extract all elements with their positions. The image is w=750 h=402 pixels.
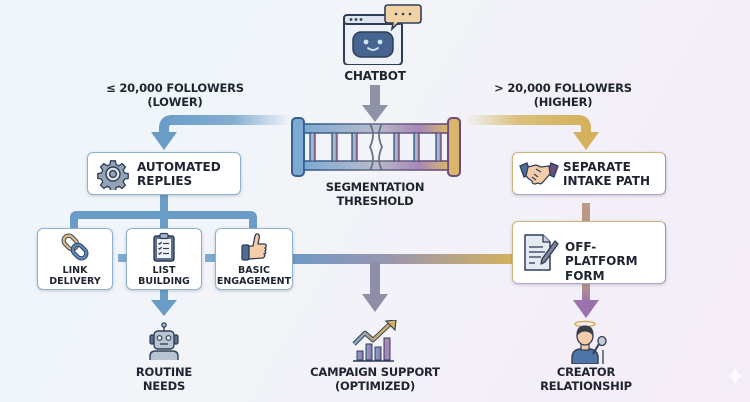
off-platform-form-line2: FORM bbox=[565, 268, 605, 283]
basic-engagement-line1: BASIC bbox=[238, 265, 270, 276]
list-building-label: LIST BUILDING bbox=[127, 265, 201, 288]
automated-replies-box: AUTOMATED REPLIES bbox=[87, 152, 241, 195]
connector-cross-bar bbox=[291, 254, 513, 312]
off-platform-form-line1: OFF-PLATFORM bbox=[565, 240, 638, 269]
list-building-line2: BUILDING bbox=[138, 276, 190, 288]
thumbs-up-icon bbox=[241, 233, 267, 261]
lower-branch-label: ≤ 20,000 FOLLOWERS (LOWER) bbox=[100, 81, 250, 109]
chatbot-label: CHATBOT bbox=[344, 69, 406, 83]
creator-microphone-icon bbox=[571, 320, 607, 364]
separate-intake-line1: SEPARATE bbox=[563, 160, 631, 174]
creator-relationship-line1: CREATOR bbox=[556, 365, 616, 379]
routine-needs-label: ROUTINE NEEDS bbox=[114, 365, 214, 393]
threshold-label: SEGMENTATION THRESHOLD bbox=[300, 180, 450, 208]
higher-branch-label: > 20,000 FOLLOWERS (HIGHER) bbox=[488, 81, 638, 109]
higher-branch-tier: (HIGHER) bbox=[533, 94, 593, 109]
off-platform-form-box: OFF-PLATFORM FORM bbox=[512, 221, 666, 284]
growth-chart-icon bbox=[352, 320, 397, 362]
handshake-icon bbox=[519, 162, 559, 185]
automated-replies-line2: REPLIES bbox=[137, 174, 193, 189]
gear-icon bbox=[97, 160, 129, 190]
robot-icon bbox=[149, 322, 179, 360]
automated-replies-label: AUTOMATED REPLIES bbox=[137, 160, 221, 189]
clipboard-checklist-icon bbox=[153, 232, 175, 262]
creator-relationship-line2: RELATIONSHIP bbox=[540, 378, 632, 393]
basic-engagement-box: BASIC ENGAGEMENT bbox=[215, 228, 293, 290]
basic-engagement-line2: ENGAGEMENT bbox=[216, 276, 292, 288]
separate-intake-box: SEPARATE INTAKE PATH bbox=[512, 152, 666, 195]
link-delivery-label: LINK DELIVERY bbox=[38, 265, 112, 288]
lower-branch-threshold: ≤ 20,000 FOLLOWERS bbox=[106, 81, 244, 95]
routine-needs-line2: NEEDS bbox=[142, 378, 186, 393]
list-building-line1: LIST bbox=[152, 265, 176, 276]
gate-icon bbox=[291, 117, 461, 177]
chain-link-icon bbox=[61, 233, 89, 261]
off-platform-form-label: OFF-PLATFORM FORM bbox=[565, 240, 665, 283]
list-building-box: LIST BUILDING bbox=[126, 228, 202, 290]
basic-engagement-label: BASIC ENGAGEMENT bbox=[216, 265, 292, 288]
campaign-support-line2: (OPTIMIZED) bbox=[334, 378, 416, 393]
connector-right-column bbox=[573, 203, 599, 318]
arrow-lower-branch bbox=[151, 115, 290, 150]
automated-replies-line1: AUTOMATED bbox=[137, 160, 221, 174]
threshold-node bbox=[290, 116, 462, 178]
arrow-chatbot-to-threshold bbox=[362, 85, 388, 122]
connector-fanout bbox=[70, 194, 257, 262]
campaign-support-line1: CAMPAIGN SUPPORT bbox=[310, 365, 440, 379]
routine-needs-line1: ROUTINE bbox=[135, 365, 193, 379]
threshold-label-line2: THRESHOLD bbox=[336, 193, 414, 208]
arrow-higher-branch bbox=[465, 115, 599, 150]
link-delivery-line2: DELIVERY bbox=[49, 276, 101, 288]
chatbot-node bbox=[340, 3, 422, 65]
link-delivery-box: LINK DELIVERY bbox=[37, 228, 113, 290]
document-pen-icon bbox=[524, 234, 559, 271]
higher-branch-threshold: > 20,000 FOLLOWERS bbox=[494, 81, 632, 95]
arrow-to-routine-needs bbox=[151, 289, 177, 316]
campaign-support-label: CAMPAIGN SUPPORT (OPTIMIZED) bbox=[295, 365, 455, 393]
link-delivery-line1: LINK bbox=[62, 265, 88, 276]
sparkle-icon bbox=[726, 366, 744, 386]
separate-intake-line2: INTAKE PATH bbox=[563, 174, 650, 189]
threshold-label-line1: SEGMENTATION bbox=[325, 180, 425, 194]
creator-relationship-label: CREATOR RELATIONSHIP bbox=[525, 365, 647, 393]
lower-branch-tier: (LOWER) bbox=[147, 94, 203, 109]
chatbot-window-icon bbox=[343, 4, 422, 65]
separate-intake-label: SEPARATE INTAKE PATH bbox=[563, 160, 650, 189]
